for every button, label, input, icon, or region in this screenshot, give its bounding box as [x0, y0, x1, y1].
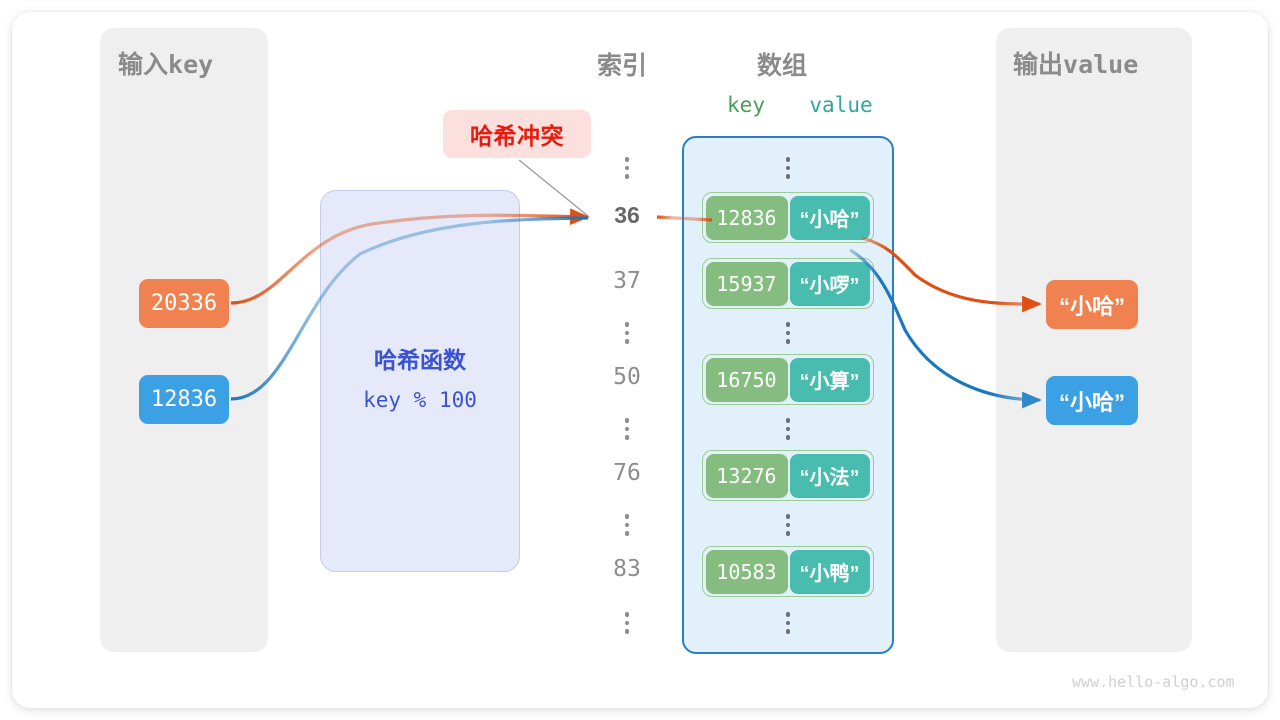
output-value-pill-0: “小哈” — [1046, 280, 1138, 329]
input-key-pill-0: 20336 — [139, 279, 229, 328]
array-cell: 12836“小哈” — [702, 192, 874, 243]
array-cell-value: “小法” — [789, 453, 870, 498]
hash-collision-label: 哈希冲突 — [443, 110, 591, 158]
array-cell: 10583“小鸭” — [702, 546, 874, 597]
index-ellipsis — [590, 157, 664, 179]
array-kv-header: key value — [700, 93, 890, 117]
input-key-pill-1: 12836 — [139, 375, 229, 424]
index-label-36: 36 — [614, 202, 640, 228]
array-cell: 16750“小算” — [702, 354, 874, 405]
array-header-value: value — [809, 93, 873, 117]
index-label-37: 37 — [613, 268, 641, 294]
output-panel-title: 输出value — [1013, 45, 1138, 81]
input-panel — [100, 28, 268, 652]
index-label-76: 76 — [613, 460, 641, 486]
output-panel — [996, 28, 1192, 652]
index-ellipsis — [590, 514, 664, 536]
hash-function-box — [320, 190, 520, 572]
array-cell: 15937“小啰” — [702, 258, 874, 309]
index-ellipsis — [590, 322, 664, 344]
hash-function-expression: key % 100 — [363, 388, 477, 412]
array-cell-value: “小算” — [789, 357, 870, 402]
index-ellipsis — [590, 418, 664, 440]
array-ellipsis — [702, 418, 874, 440]
input-panel-title-cn: 输入 — [118, 51, 169, 79]
index-ellipsis — [590, 612, 664, 634]
index-column: 36 37 50 76 83 — [590, 140, 664, 640]
array-header-key: key — [727, 93, 765, 117]
array-cell-key: 13276 — [705, 453, 788, 498]
output-panel-title-cn: 输出 — [1013, 51, 1064, 79]
array-cell-value: “小啰” — [789, 261, 870, 306]
array-cell-key: 15937 — [705, 261, 788, 306]
watermark: www.hello-algo.com — [1072, 673, 1235, 691]
array-cell-value: “小鸭” — [789, 549, 870, 594]
index-column-title: 索引 — [597, 52, 648, 80]
array-ellipsis — [702, 514, 874, 536]
array-cell-key: 12836 — [705, 195, 788, 240]
array-cell-key: 10583 — [705, 549, 788, 594]
array-ellipsis — [702, 157, 874, 179]
index-label-83: 83 — [613, 556, 641, 582]
input-panel-title: 输入key — [118, 45, 213, 81]
output-value-pill-1: “小哈” — [1046, 376, 1138, 425]
input-panel-title-mono: key — [168, 50, 214, 79]
index-label-50: 50 — [613, 364, 641, 390]
array-cell-key: 16750 — [705, 357, 788, 402]
output-panel-title-mono: value — [1063, 50, 1139, 79]
array-cell: 13276“小法” — [702, 450, 874, 501]
array-ellipsis — [702, 612, 874, 634]
array-ellipsis — [702, 322, 874, 344]
hash-function-name: 哈希函数 — [374, 347, 466, 373]
array-column-title: 数组 — [757, 52, 808, 80]
array-cell-value: “小哈” — [789, 195, 870, 240]
